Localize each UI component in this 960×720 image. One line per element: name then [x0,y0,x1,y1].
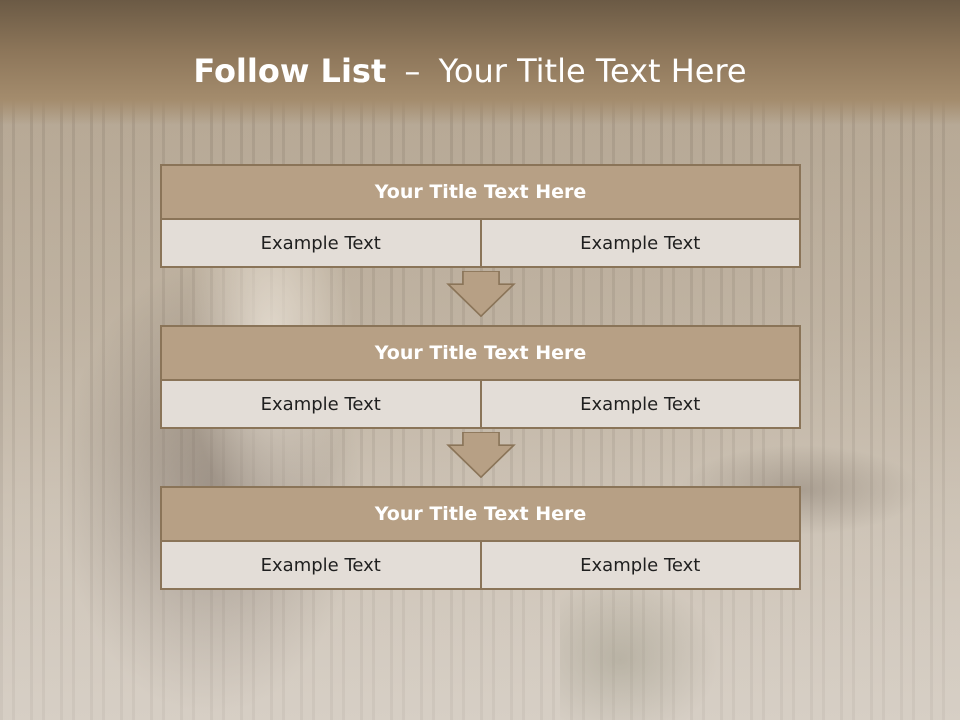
block-title: Your Title Text Here [160,164,801,220]
block-cell-left: Example Text [160,220,482,268]
list-block-1: Your Title Text Here Example Text Exampl… [160,164,801,268]
down-arrow-icon [446,271,516,317]
block-row: Example Text Example Text [160,220,801,268]
list-block-2: Your Title Text Here Example Text Exampl… [160,325,801,429]
list-block-3: Your Title Text Here Example Text Exampl… [160,486,801,590]
header-bar [0,0,960,125]
block-cell-left: Example Text [160,542,482,590]
block-cell-right: Example Text [481,220,801,268]
block-title: Your Title Text Here [160,325,801,381]
block-row: Example Text Example Text [160,381,801,429]
slide-title: Follow List – Your Title Text Here [0,52,940,90]
block-row: Example Text Example Text [160,542,801,590]
slide-title-bold: Follow List [193,52,387,90]
block-cell-left: Example Text [160,381,482,429]
block-cell-right: Example Text [481,381,801,429]
slide-title-separator: – [404,52,421,90]
slide-title-rest: Your Title Text Here [438,52,747,90]
block-cell-right: Example Text [481,542,801,590]
block-title: Your Title Text Here [160,486,801,542]
down-arrow-icon [446,432,516,478]
